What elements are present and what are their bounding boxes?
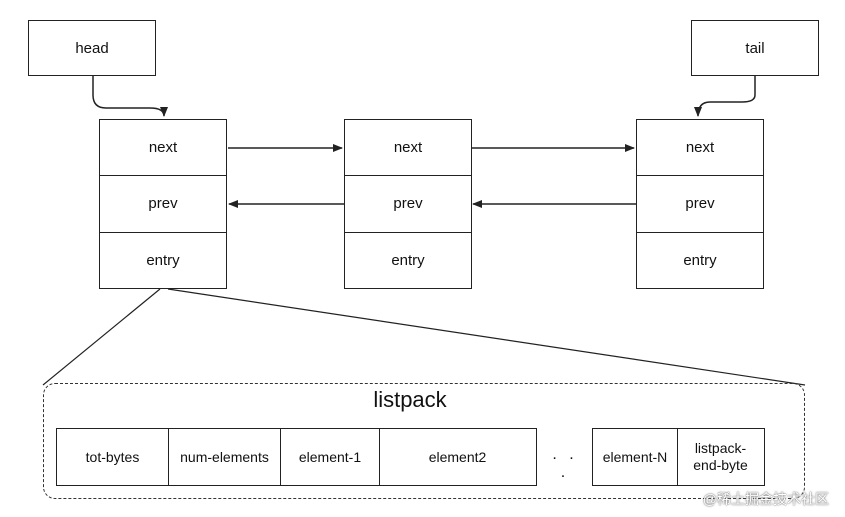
node-field-prev: prev [100,176,226,233]
head-box: head [28,20,156,76]
list-node-1: next prev entry [99,119,227,289]
listpack-ellipsis: . . . [552,446,578,481]
node-field-next: next [100,120,226,177]
listpack-cell-tot-bytes: tot-bytes [56,428,169,486]
node-field-entry: entry [391,251,425,269]
node-field-prev: prev [637,176,763,233]
head-arrow [92,76,168,117]
tail-label: tail [745,39,765,57]
listpack-cell-end-byte: listpack- end-byte [676,428,765,486]
listpack-cell-element2: element2 [378,428,537,486]
head-label: head [75,39,109,57]
listpack-frame [43,383,805,499]
listpack-cell-element-n: element-N [592,428,678,486]
zoom-line-left [42,288,161,386]
listpack-cells: tot-bytes num-elements element-1 element… [56,428,537,486]
tail-box: tail [691,20,819,76]
watermark-credit: @稀土掘金技术社区 [702,491,829,507]
node-field-prev: prev [345,176,471,233]
node-field-next: next [345,120,471,177]
node-field-entry: entry [146,251,180,269]
listpack-cell-num-elements: num-elements [167,428,282,486]
list-node-2: next prev entry [344,119,472,289]
node-field-entry: entry [683,251,717,269]
listpack-tail-cells: element-N listpack- end-byte [592,428,765,486]
tail-arrow [694,76,756,117]
zoom-line-right [167,288,806,386]
listpack-title: listpack [373,387,447,412]
list-node-3: next prev entry [636,119,764,289]
listpack-cell-element-1: element-1 [280,428,380,486]
node-field-next: next [637,120,763,177]
